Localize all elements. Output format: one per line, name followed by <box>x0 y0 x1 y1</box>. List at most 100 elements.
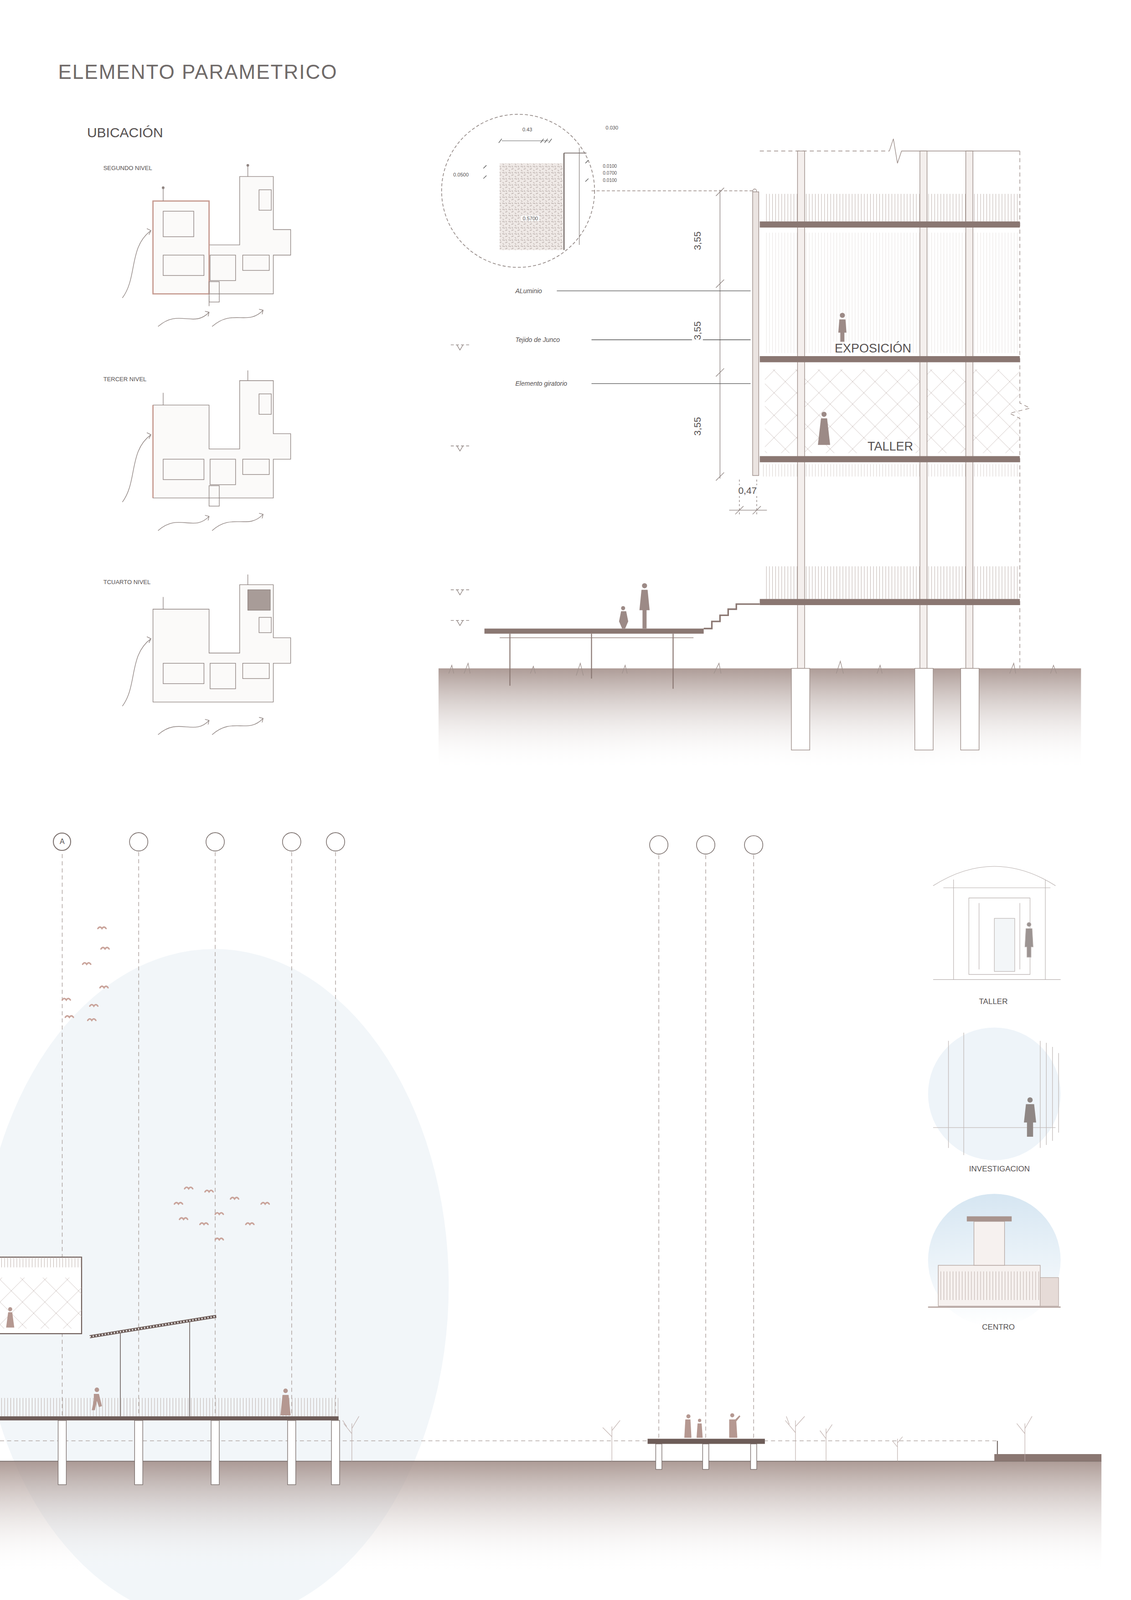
investigacion-sketch <box>928 1027 1061 1161</box>
people <box>641 583 647 589</box>
taller-sketch <box>933 866 1056 886</box>
investigacion-sketch <box>1046 1042 1047 1145</box>
birds <box>245 1222 254 1224</box>
plan-level-3 <box>242 459 269 475</box>
detail-callout <box>591 190 753 192</box>
taller-sketch <box>994 918 1015 971</box>
long-section <box>129 832 763 854</box>
birds <box>100 947 109 949</box>
building-section <box>450 187 768 626</box>
people <box>619 610 629 629</box>
building-section <box>960 668 979 750</box>
plan-level-2 <box>258 189 272 211</box>
people <box>620 605 625 610</box>
birds <box>65 1015 74 1018</box>
plan-level-2 <box>122 228 151 298</box>
people <box>5 1306 741 1438</box>
people <box>684 1419 692 1438</box>
long-section <box>129 832 148 851</box>
people <box>5 1311 15 1328</box>
people <box>817 418 831 445</box>
investigacion-sketch <box>1027 1097 1033 1103</box>
long-section <box>326 832 345 851</box>
centro-sketch <box>938 1265 1041 1307</box>
long-section <box>0 1415 339 1421</box>
long-section <box>89 1316 217 1337</box>
dimension: 0.0700 <box>601 170 619 177</box>
plan-level-3 <box>209 485 220 507</box>
building-section <box>715 187 724 481</box>
section-heading: UBICACIÓN <box>85 124 165 141</box>
centro-sketch <box>938 1270 1041 1300</box>
birds <box>261 1202 270 1204</box>
detail-callout <box>498 138 552 143</box>
dimension: 0.5700 <box>521 215 540 222</box>
investigacion-sketch <box>928 1027 1061 1161</box>
long-section <box>206 832 225 851</box>
long-section <box>753 854 754 1469</box>
dimension: 0.0100 <box>601 177 619 184</box>
taller-sketch <box>933 866 1061 980</box>
long-section <box>58 1420 757 1485</box>
building-section <box>499 637 694 638</box>
plan-level-3 <box>258 393 272 415</box>
people <box>283 1388 288 1393</box>
plan-level-4 <box>258 617 272 633</box>
long-section <box>647 1438 765 1444</box>
dimension: 3,55 <box>692 230 703 252</box>
plan-level-2 <box>209 281 220 303</box>
dimension: 3,55 <box>692 319 703 341</box>
birds <box>174 1202 183 1204</box>
dimension: 0.0500 <box>451 171 470 178</box>
plan-level-2 <box>163 211 194 237</box>
plan-level-2 <box>153 201 210 295</box>
people <box>8 1306 13 1312</box>
long-section <box>602 1420 620 1462</box>
long-section <box>291 852 292 1485</box>
building-section <box>590 633 592 679</box>
building-section <box>672 633 674 689</box>
long-section <box>0 832 1102 1600</box>
plan-level-3 <box>152 404 154 498</box>
plan-caption: TCUARTO NIVEL <box>102 578 153 586</box>
building-section <box>703 604 760 629</box>
long-section <box>138 852 140 1485</box>
building-section <box>729 509 768 511</box>
centro-sketch <box>928 1193 1061 1327</box>
detail-callout <box>483 138 589 182</box>
building-section <box>752 150 980 750</box>
plan-caption: TERCER NIVEL <box>102 376 149 383</box>
plan-level-2 <box>242 254 269 271</box>
building-section <box>456 344 463 625</box>
plan-level-3 <box>153 380 291 498</box>
investigacion-sketch <box>1058 1052 1059 1133</box>
long-section <box>702 1443 709 1470</box>
birds <box>99 986 109 988</box>
people <box>839 312 845 318</box>
long-section <box>649 835 668 854</box>
long-section <box>335 852 336 1485</box>
plan-level-3 <box>163 459 204 480</box>
centro-sketch <box>973 1221 1005 1266</box>
birds <box>61 998 71 1000</box>
birds <box>184 1187 193 1189</box>
building-section <box>759 150 890 152</box>
plan-level-2 <box>247 166 248 177</box>
building-section <box>448 661 1057 676</box>
long-section <box>996 1440 998 1454</box>
long-section <box>820 1424 833 1462</box>
birds <box>82 962 91 964</box>
long-section <box>0 1460 1102 1462</box>
investigacion-sketch <box>933 1032 1059 1156</box>
floor-plan <box>122 164 291 735</box>
plan-level-2 <box>122 164 291 327</box>
long-section <box>0 1277 82 1329</box>
taller-sketch <box>1024 928 1033 957</box>
people <box>821 411 827 417</box>
dimension: 0.0100 <box>601 163 619 170</box>
plan-caption: SEGUNDO NIVEL <box>102 165 154 172</box>
space-label: TALLER <box>866 439 915 454</box>
investigacion-sketch <box>933 1126 1056 1128</box>
plan-level-3 <box>158 515 210 531</box>
detail-callout <box>563 152 587 154</box>
